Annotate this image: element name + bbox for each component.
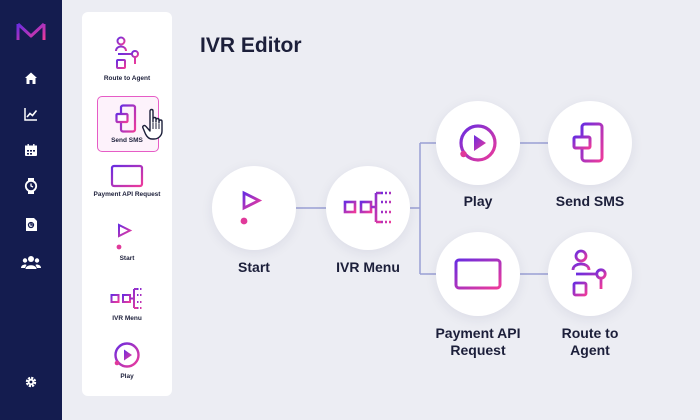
route-to-agent-icon — [115, 36, 139, 69]
chart-icon[interactable] — [19, 102, 43, 126]
hand-cursor-icon — [142, 108, 163, 140]
palette-label: Payment API Request — [93, 191, 161, 198]
send-sms-icon — [115, 104, 137, 133]
play-icon — [459, 124, 497, 162]
node-route-to-agent-label: Route to Agent — [561, 325, 619, 358]
node-payment-api-request[interactable] — [436, 232, 520, 316]
settings-icon[interactable] — [19, 370, 43, 394]
node-send-sms[interactable] — [548, 101, 632, 185]
node-route-to-agent[interactable] — [548, 232, 632, 316]
palette-item-ivr-menu[interactable]: IVR Menu — [82, 286, 172, 322]
node-payment-api-request-label: Payment API Request — [435, 325, 521, 358]
route-to-agent-icon — [571, 249, 607, 297]
calendar-icon[interactable] — [19, 138, 43, 162]
connector-ivr-branches — [410, 142, 436, 275]
palette-item-start[interactable]: Start — [82, 222, 172, 262]
palette-item-payment-api-request[interactable]: Payment API Request — [82, 164, 172, 198]
logo-icon[interactable] — [14, 20, 48, 44]
node-play-label: Play — [463, 193, 493, 209]
ivr-menu-icon — [343, 191, 391, 224]
palette-label: IVR Menu — [112, 315, 142, 322]
flag-icon — [116, 223, 140, 250]
watch-icon[interactable] — [19, 174, 43, 198]
node-ivr-menu[interactable] — [326, 166, 410, 250]
palette-label: Send SMS — [111, 137, 143, 144]
document-icon[interactable] — [19, 212, 43, 236]
send-sms-icon — [572, 122, 604, 163]
ivr-menu-icon — [110, 288, 143, 309]
palette-item-play[interactable]: Play — [82, 340, 172, 380]
node-play[interactable] — [436, 101, 520, 185]
payment-card-icon — [454, 258, 502, 290]
palette-item-send-sms[interactable]: Send SMS — [82, 96, 172, 152]
play-icon — [114, 342, 140, 368]
palette-label: Route to Agent — [103, 75, 151, 82]
node-send-sms-label: Send SMS — [555, 193, 625, 209]
flag-icon — [240, 190, 273, 225]
node-start[interactable] — [212, 166, 296, 250]
palette-item-route-to-agent[interactable]: Route to Agent — [82, 36, 172, 82]
team-icon[interactable] — [19, 250, 43, 274]
nav-rail — [0, 0, 62, 420]
node-ivr-menu-label: IVR Menu — [336, 259, 400, 275]
node-palette: Route to Agent Send SMS Payment API Requ… — [82, 12, 172, 396]
palette-label: Play — [120, 373, 134, 380]
node-start-label: Start — [238, 259, 270, 275]
palette-label: Start — [119, 255, 135, 262]
home-icon[interactable] — [19, 66, 43, 90]
payment-card-icon — [110, 164, 144, 188]
page-title: IVR Editor — [200, 34, 302, 57]
